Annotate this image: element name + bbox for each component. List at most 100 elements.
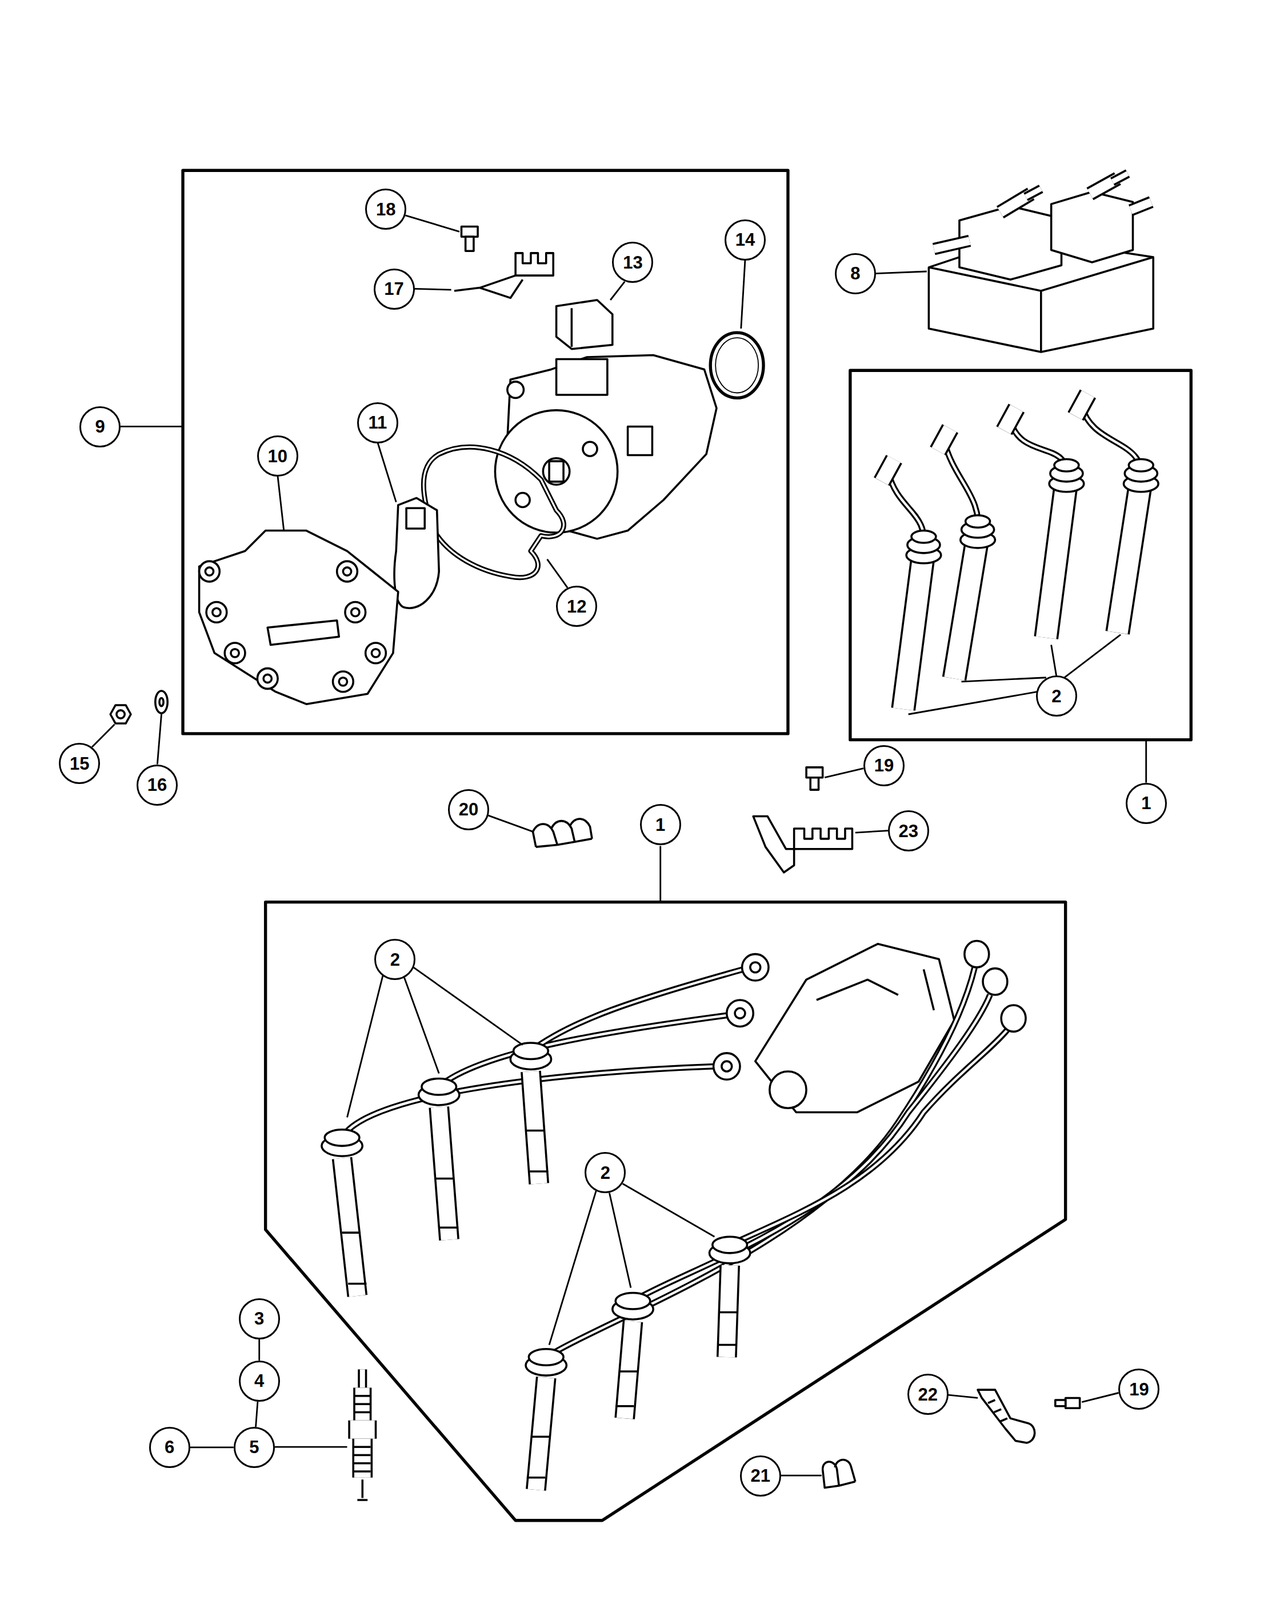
- coil-tower: [933, 240, 970, 249]
- leader-line: [404, 977, 440, 1074]
- assembly-box: [265, 902, 1066, 1521]
- callout-number: 13: [622, 253, 643, 272]
- callout-circle: 5: [233, 1426, 275, 1468]
- callout-number: 2: [600, 1164, 611, 1182]
- o-ring: [715, 337, 759, 393]
- leader-line: [948, 1394, 978, 1398]
- rotor: [394, 497, 439, 608]
- callout-circle: 17: [373, 268, 415, 310]
- wire-terminal: [881, 459, 894, 482]
- distributor-connector: [628, 426, 653, 455]
- callout-number: 9: [94, 417, 105, 436]
- callout-number: 3: [254, 1309, 264, 1328]
- screw: [806, 767, 823, 778]
- boot-rib: [717, 1344, 736, 1347]
- cap-tower: [338, 677, 347, 686]
- wire-bracket: [977, 1389, 1035, 1443]
- plug-boot: [1117, 479, 1142, 633]
- boot-rib: [342, 1231, 361, 1234]
- leader-line: [347, 975, 384, 1118]
- callout-number: 2: [1051, 687, 1062, 706]
- spark-plug-hex: [350, 1420, 375, 1439]
- rotor: [406, 508, 425, 529]
- plug-boot: [903, 550, 924, 710]
- callout-circle: 23: [888, 810, 930, 852]
- callout-circle: 15: [58, 742, 100, 784]
- leader-line: [876, 271, 927, 274]
- connector-seal: [570, 308, 574, 347]
- callout-number: 6: [164, 1438, 175, 1456]
- plug-boot: [438, 1107, 450, 1240]
- boot-rib: [1054, 459, 1079, 472]
- plug-boot: [624, 1321, 633, 1419]
- callout-number: 14: [735, 230, 755, 249]
- wire-terminal: [750, 962, 761, 973]
- wire-terminal: [881, 459, 894, 482]
- boot-rib: [436, 1177, 455, 1180]
- coil-terminal: [1025, 188, 1042, 197]
- callout-number: 12: [566, 597, 587, 616]
- distributor-sketch: [755, 944, 955, 1113]
- ignition-wire: [530, 969, 743, 1051]
- wire-terminal: [1001, 1005, 1026, 1032]
- wire-terminal: [721, 1061, 732, 1072]
- callout-number: 17: [384, 280, 404, 298]
- leader-line: [824, 768, 864, 778]
- cap-slot: [267, 620, 339, 646]
- screw: [1055, 1400, 1066, 1407]
- callout-number: 2: [390, 950, 400, 969]
- callout-number: 18: [376, 200, 396, 219]
- wire-terminal: [713, 1053, 740, 1080]
- callout-circle: 20: [448, 789, 490, 831]
- leader-line: [1145, 740, 1147, 783]
- leader-line: [961, 677, 1047, 682]
- plug-boot: [530, 1071, 539, 1184]
- cap-tower: [205, 567, 214, 576]
- washer: [159, 697, 164, 706]
- assembly-box: [182, 170, 788, 734]
- boot-cap: [712, 1236, 748, 1254]
- plug-boot: [1046, 479, 1067, 638]
- spark-plug-insulator: [353, 1388, 372, 1421]
- callout-circle: 2: [584, 1152, 626, 1194]
- leader-line: [855, 830, 888, 834]
- plug-boot: [530, 1071, 539, 1184]
- o-ring: [710, 332, 764, 398]
- insulator-rib: [354, 1402, 371, 1406]
- plate-hole: [582, 441, 598, 456]
- leader-line: [549, 1190, 596, 1346]
- callout-number: 5: [249, 1438, 259, 1456]
- insulator-rib: [354, 1394, 371, 1398]
- leader-connector: [258, 1339, 260, 1361]
- boot-rib: [440, 1226, 459, 1229]
- leader-line: [92, 724, 115, 747]
- boot-rib: [1128, 459, 1154, 472]
- leader-line: [277, 476, 284, 531]
- callout-number: 15: [69, 754, 90, 773]
- wire-terminal: [937, 428, 950, 451]
- wire-terminal: [1004, 408, 1017, 431]
- ignition-wire: [633, 994, 991, 1302]
- callout-circle: 12: [556, 585, 598, 627]
- coil-pack: [1040, 290, 1043, 352]
- boot-rib: [618, 1370, 638, 1373]
- thread-line: [354, 1470, 371, 1473]
- callout-number: 19: [874, 756, 894, 775]
- ignition-wire: [729, 1028, 1009, 1246]
- callout-circle: 16: [136, 764, 178, 806]
- wire-terminal: [982, 968, 1008, 995]
- wire-bracket: [988, 1400, 1008, 1422]
- distributor-connector: [556, 359, 608, 396]
- spark-plug-thread: [354, 1438, 371, 1478]
- leader-line: [659, 845, 662, 902]
- leader-line: [488, 815, 534, 832]
- spark-plug-terminal: [360, 1369, 366, 1388]
- coil-tower: [1130, 202, 1152, 211]
- plug-boot: [954, 536, 978, 679]
- wire-bracket: [454, 275, 523, 298]
- gasket: [423, 446, 564, 578]
- leader-line: [377, 442, 396, 503]
- wire-terminal: [964, 940, 990, 967]
- leader-connector: [190, 1446, 234, 1449]
